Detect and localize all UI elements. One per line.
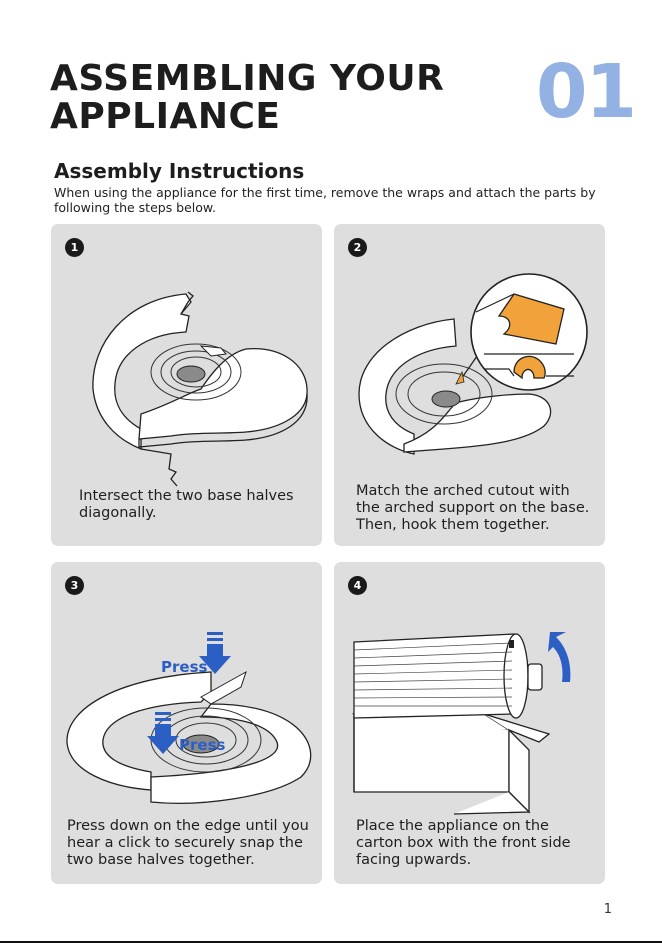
press-snap-illustration: Press Press	[66, 632, 312, 804]
page-title-line-2: APPLIANCE	[50, 96, 281, 137]
press-label-top: Press	[161, 658, 207, 676]
page-title: ASSEMBLING YOUR APPLIANCE	[50, 60, 444, 136]
step-caption: Match the arched cutout with the arched …	[356, 483, 590, 533]
footer-divider	[0, 941, 662, 943]
page-title-line-1: ASSEMBLING YOUR	[50, 58, 445, 99]
step-caption: Press down on the edge until you hear a …	[67, 818, 309, 868]
step-number-badge: 1	[65, 238, 84, 257]
step-card-1: 1 Intersect the two base halves diagonal…	[51, 224, 322, 546]
step-caption: Place the appliance on the carton box wi…	[356, 818, 571, 868]
step-number-badge: 4	[348, 576, 367, 595]
step-card-4: 4 Place the appliance on the cart	[334, 562, 605, 884]
intro-text: When using the appliance for the first t…	[54, 185, 596, 215]
step-card-2: 2 Match the arched cutout with the arche…	[334, 224, 605, 546]
step-caption: Intersect the two base halves diagonally…	[79, 488, 294, 521]
press-label-bottom: Press	[179, 736, 225, 754]
step-card-3: 3 Press Press Press down on the edge unt…	[51, 562, 322, 884]
arched-cutout-illustration	[358, 273, 588, 455]
page-number: 1	[603, 902, 612, 917]
step-number-badge: 3	[65, 576, 84, 595]
section-subtitle: Assembly Instructions	[54, 159, 305, 183]
step-number-badge: 2	[348, 238, 367, 257]
chapter-number: 01	[536, 49, 637, 135]
base-halves-intersect-illustration	[92, 291, 308, 487]
appliance-on-carton-illustration	[351, 632, 571, 815]
